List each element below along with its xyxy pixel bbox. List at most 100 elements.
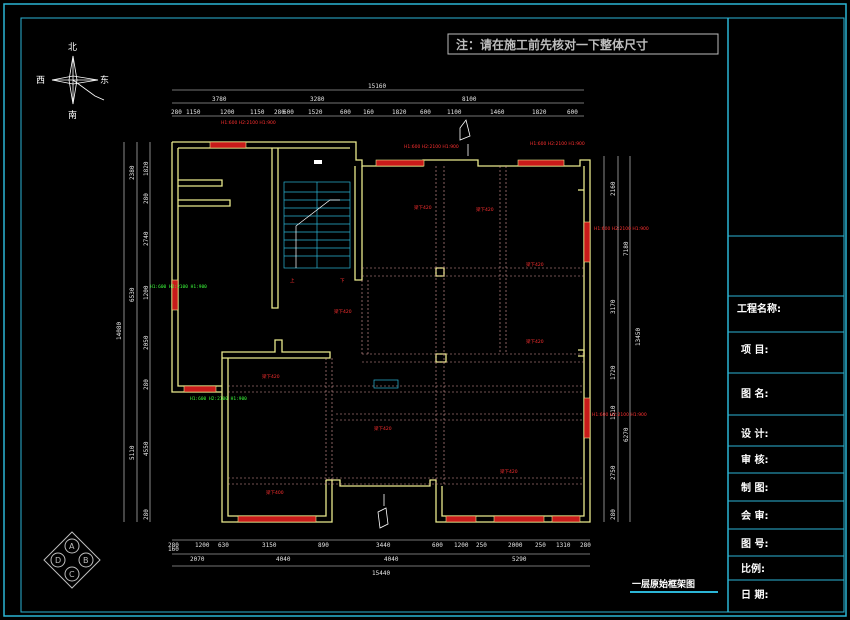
dim-top-small: 600 <box>340 109 351 116</box>
svg-text:B: B <box>83 556 89 565</box>
window-label: H1:600 H2:2100 H1:900 <box>221 120 276 126</box>
dim-top-small: 1100 <box>447 109 462 116</box>
dim-bottom-small: 250 <box>535 542 546 549</box>
dim-top-small: 600 <box>283 109 294 116</box>
dim-left-small: 1820 <box>143 161 150 176</box>
dim-right-mid: 6270 <box>623 427 630 442</box>
compass-south: 南 <box>68 109 77 121</box>
dim-left-total: 14080 <box>116 322 123 340</box>
beam-label: 梁下420 <box>414 204 432 211</box>
window-label: H1:600 H2:2100 H1:900 <box>190 396 247 402</box>
dim-left-small: 280 <box>143 193 150 204</box>
dim-bottom-row2: 4040 <box>384 556 399 563</box>
dim-bottom-row2: 5290 <box>512 556 527 563</box>
title-scale: 比例: <box>741 562 765 575</box>
title-design: 设 计: <box>741 427 768 440</box>
dim-left-mid: 6530 <box>129 287 136 302</box>
dim-top-mid: 3280 <box>310 96 325 103</box>
dim-bottom-small: 1200 <box>454 542 469 549</box>
compass-east: 东 <box>100 74 109 86</box>
dim-bottom-extra: 160 <box>168 546 179 553</box>
title-drafting: 制 图: <box>741 481 768 494</box>
window-label: H1:600 H2:2100 H1:900 <box>150 284 207 290</box>
title-drawing-name: 图 名: <box>741 387 768 400</box>
window-label: H1:600 H2:2100 H1:900 <box>594 226 649 232</box>
dim-bottom-row2: 4040 <box>276 556 291 563</box>
beam-label: 梁下420 <box>334 308 352 315</box>
dim-top-small: 1150 <box>250 109 265 116</box>
dim-bottom-small: 890 <box>318 542 329 549</box>
dim-bottom-small: 1310 <box>556 542 571 549</box>
dim-bottom-small: 630 <box>218 542 229 549</box>
title-countersign: 会 审: <box>741 509 768 522</box>
dim-right-total: 13450 <box>635 328 642 346</box>
title-project: 项 目: <box>741 344 768 356</box>
stair-up-mark: 上 <box>290 277 295 284</box>
dim-top-small: 1820 <box>392 109 407 116</box>
beam-label: 梁下420 <box>374 425 392 432</box>
dim-bottom-row2: 2070 <box>190 556 205 563</box>
dim-bottom-small: 3150 <box>262 542 277 549</box>
dim-right-small: 2750 <box>610 465 617 480</box>
title-review: 审 核: <box>741 453 768 466</box>
dim-right-small: 1720 <box>610 365 617 380</box>
walls <box>171 141 591 523</box>
entry-marker-bottom <box>377 494 389 529</box>
compass-rose: 北 南 东 西 <box>36 42 109 121</box>
dim-left-small: 2740 <box>143 231 150 246</box>
svg-text:D: D <box>55 556 61 565</box>
dim-bottom-small: 250 <box>476 542 487 549</box>
dimension-lines <box>123 89 631 567</box>
dim-top-small: 160 <box>363 109 374 116</box>
dim-right-mid: 7180 <box>623 241 630 256</box>
outer-frame <box>3 3 847 617</box>
dim-top-small: 1200 <box>220 109 235 116</box>
beam-label: 梁下420 <box>526 261 544 268</box>
dim-left-mid: 5110 <box>129 445 136 460</box>
dim-left-small: 4550 <box>143 441 150 456</box>
dim-bottom-small: 280 <box>580 542 591 549</box>
beam-label: 梁下400 <box>266 489 284 496</box>
dim-top-total: 15160 <box>368 83 386 90</box>
construction-note: 注：请在施工前先核对一下整体尺寸 <box>456 37 648 52</box>
inner-frame <box>20 17 845 613</box>
symbol-box <box>373 379 399 389</box>
window-label: H1:600 H2:2100 H1:900 <box>592 412 647 418</box>
compass-west: 西 <box>36 75 45 86</box>
dim-top-small: 600 <box>420 109 431 116</box>
dim-right-small: 2160 <box>610 181 617 196</box>
title-drawing-no: 图 号: <box>741 538 768 550</box>
svg-text:A: A <box>69 542 75 551</box>
logo-diamond: A B D C <box>43 531 101 589</box>
dim-top-mid: 8100 <box>462 96 477 103</box>
dim-bottom-small: 600 <box>432 542 443 549</box>
svg-text:C: C <box>69 570 75 579</box>
dim-top-small: 1460 <box>490 109 505 116</box>
dim-left-small: 280 <box>143 509 150 520</box>
dim-top-small: 1520 <box>308 109 323 116</box>
dim-top-small: 280 <box>274 109 285 116</box>
stair-landing-mark <box>314 160 322 164</box>
entry-marker-top <box>459 119 471 156</box>
note-box <box>447 33 719 55</box>
beam-label: 梁下420 <box>262 373 280 380</box>
title-block: 工程名称: 项 目: 图 名: 设 计: 审 核: 制 图: 会 审: 图 号:… <box>727 18 844 612</box>
dim-bottom-small: 3440 <box>376 542 391 549</box>
dim-left-small: 280 <box>143 379 150 390</box>
window-label: H1:600 H2:2100 H1:900 <box>404 144 459 150</box>
dim-bottom-total: 15440 <box>372 570 390 577</box>
compass-north: 北 <box>68 42 77 53</box>
dim-top-small: 1820 <box>532 109 547 116</box>
window-label: H1:600 H2:2100 H1:900 <box>530 141 585 147</box>
dim-bottom-small: 1200 <box>195 542 210 549</box>
dim-left-small: 2050 <box>143 335 150 350</box>
dim-bottom-small: 2000 <box>508 542 523 549</box>
stair-down-mark: 下 <box>340 278 345 284</box>
dim-top-mid: 3780 <box>212 96 227 103</box>
dim-left-mid: 2380 <box>129 165 136 180</box>
title-date: 日 期: <box>741 588 768 601</box>
dim-top-small: 600 <box>567 109 578 116</box>
dim-right-small: 1510 <box>610 405 617 420</box>
dim-bottom-small: 280 <box>168 542 179 549</box>
